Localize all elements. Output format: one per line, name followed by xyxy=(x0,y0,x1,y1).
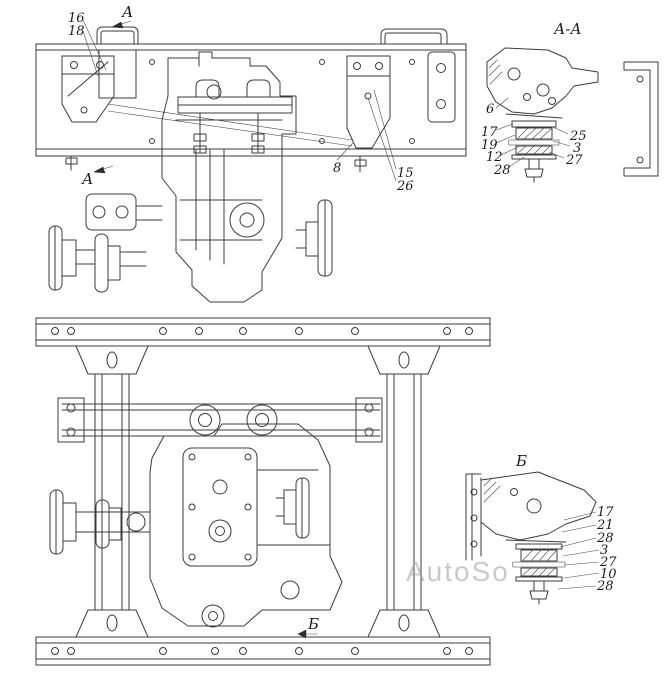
detail-b-marker xyxy=(297,629,318,639)
callout-8: 8 xyxy=(333,161,341,176)
detail-b-hatch xyxy=(483,477,501,503)
cross-shaft-assembly xyxy=(57,397,383,443)
detail-b-title: Б xyxy=(515,452,527,470)
frame-rail-side xyxy=(35,43,467,157)
section-label-a-top: А xyxy=(121,3,133,21)
detail-b-view: Б xyxy=(465,452,617,605)
cross-member-left xyxy=(75,345,149,638)
side-view-leaders xyxy=(82,19,397,182)
section-a-arrows xyxy=(93,20,132,174)
cushion-hatch-upper xyxy=(517,127,552,140)
right-mount-bracket xyxy=(346,55,391,173)
bracket-hatch xyxy=(488,59,503,85)
callout-aa-12: 12 xyxy=(486,150,503,165)
right-output-plan xyxy=(275,477,310,539)
callout-b-3: 3 xyxy=(600,543,608,558)
transfer-case-body xyxy=(161,51,297,303)
transfer-case-plan xyxy=(149,423,343,628)
callout-16: 16 xyxy=(68,11,85,26)
side-view-drawing: 16 18 А А 8 15 26 xyxy=(35,3,467,303)
callout-aa-28: 28 xyxy=(493,163,511,178)
detail-b-cushion-hatch-upper xyxy=(522,549,557,562)
left-output-plan xyxy=(49,489,151,555)
callout-b-28b: 28 xyxy=(596,579,614,594)
support-rods xyxy=(107,103,353,147)
callout-26: 26 xyxy=(396,179,414,194)
left-clamp-bracket xyxy=(96,26,139,99)
callout-b-27: 27 xyxy=(599,555,617,570)
case-top-bracket xyxy=(177,79,293,154)
callout-b-21: 21 xyxy=(596,518,614,533)
detail-b-leaders xyxy=(557,511,600,590)
left-mount-bracket xyxy=(61,55,115,171)
cushion-hatch-lower xyxy=(517,145,551,155)
section-aa-leaders xyxy=(495,97,571,168)
plan-view: Б xyxy=(35,317,491,666)
section-aa-view: А-А xyxy=(481,20,659,183)
left-pto-assembly xyxy=(48,193,163,293)
callout-18: 18 xyxy=(68,24,85,39)
rail-bolts xyxy=(51,327,473,655)
callout-aa-19: 19 xyxy=(481,138,498,153)
cross-member-right xyxy=(367,345,441,638)
callout-aa-17: 17 xyxy=(481,125,498,140)
callout-aa-3: 3 xyxy=(573,141,581,156)
right-end-plate xyxy=(427,51,456,123)
callout-b-28a: 28 xyxy=(596,531,614,546)
section-aa-title: А-А xyxy=(553,20,582,38)
plan-frame-rails xyxy=(35,317,491,666)
right-clamp-bracket xyxy=(380,28,448,45)
callout-b-17: 17 xyxy=(597,505,614,520)
detail-b-cushion-hatch-lower xyxy=(522,567,556,577)
callout-aa-6: 6 xyxy=(486,102,494,117)
section-label-a-bottom: А xyxy=(81,170,93,188)
callout-b-10: 10 xyxy=(600,567,617,582)
detail-b-drawing xyxy=(465,471,597,605)
right-output-flange xyxy=(295,199,333,277)
callout-aa-25: 25 xyxy=(569,129,587,144)
callout-15: 15 xyxy=(397,166,414,181)
detail-b-label: Б xyxy=(307,615,319,633)
callout-aa-27: 27 xyxy=(565,153,583,168)
